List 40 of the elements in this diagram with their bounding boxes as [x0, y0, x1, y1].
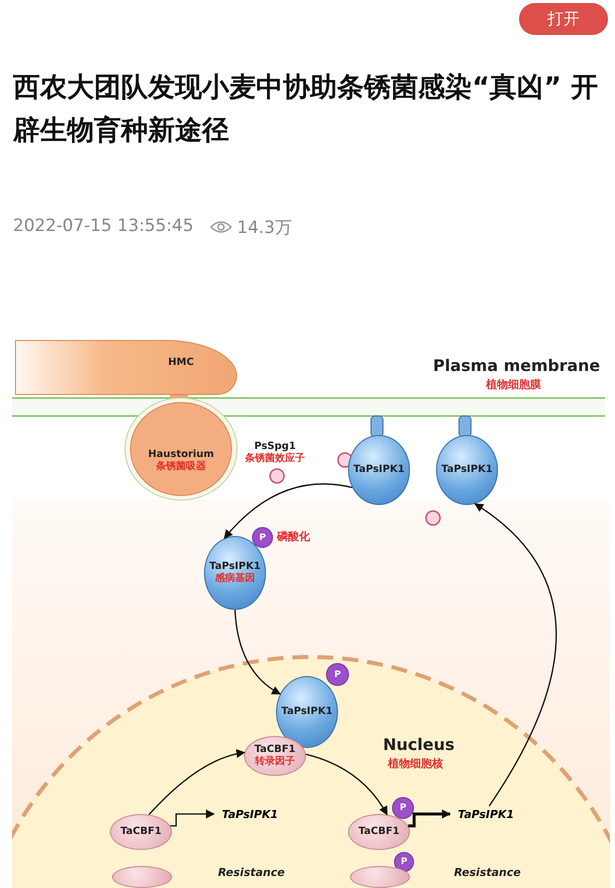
arrow: [306, 754, 388, 816]
node-sublabel: 转录因子: [255, 756, 295, 768]
gene-label: TaPsIPK1: [454, 806, 518, 822]
node-sublabel: 条锈菌效应子: [245, 453, 305, 465]
node-label: P: [334, 668, 341, 680]
arrow: [224, 483, 352, 539]
node-label: Nucleus: [383, 735, 455, 755]
node-label: TaPsIPK1: [441, 464, 493, 476]
article-title: 西农大团队发现小麦中协助条锈菌感染“真凶” 开辟生物育种新途径: [13, 71, 599, 148]
nucleus-region: [12, 655, 610, 888]
gene-label: TaPsIPK1: [218, 806, 282, 822]
node-label: TaCBF1: [358, 826, 400, 838]
arrow: [148, 749, 246, 816]
node-label: TaPsIPK1: [209, 561, 261, 572]
meta-text: 14.3万: [237, 217, 292, 239]
node-label: P: [400, 856, 408, 868]
arrow: [170, 810, 215, 826]
open-app-button: 打开: [519, 3, 608, 35]
node-label: PsSpg1: [254, 441, 296, 452]
node-sublabel: 条锈菌吸器: [156, 461, 206, 473]
node-label: P: [400, 802, 406, 814]
node-label: TaCBF1: [254, 744, 296, 756]
gene-label: Resistance: [454, 866, 521, 879]
node-label: TaCBF1: [120, 826, 162, 838]
node-label: HMC: [168, 356, 194, 368]
region-label: 植物细胞膜: [486, 377, 541, 392]
node-sublabel: 感病基因: [215, 573, 255, 585]
node-label: Haustorium: [148, 449, 214, 460]
node-label: P: [259, 532, 266, 544]
arrow: [474, 503, 557, 806]
arrow: [234, 610, 281, 695]
region-label: Plasma membrane: [433, 356, 600, 375]
haustorial-mother-cell: [15, 340, 237, 395]
node-label: TaPsIPK1: [281, 706, 333, 718]
arrow: [408, 810, 451, 828]
node-sublabel: 植物细胞核: [388, 757, 443, 771]
meta-text: 2022-07-15 13:55:45: [13, 216, 194, 236]
node-label: TaPsIPK1: [353, 464, 405, 476]
gene-label: Resistance: [218, 866, 285, 879]
annotation-text: 磷酸化: [277, 530, 310, 542]
